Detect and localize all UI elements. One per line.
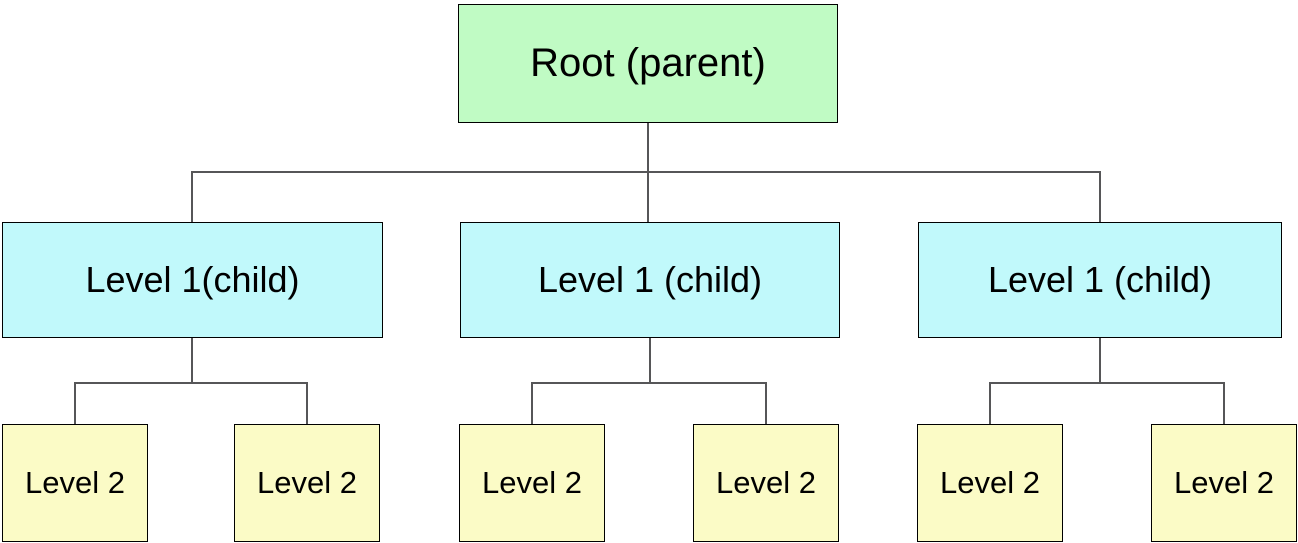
node-level2-1: Level 2 — [2, 424, 148, 542]
node-level2-5: Level 2 — [917, 424, 1063, 542]
node-level1-2: Level 1 (child) — [460, 222, 840, 338]
node-level2-5-label: Level 2 — [940, 465, 1040, 500]
node-level1-1: Level 1(child) — [2, 222, 383, 338]
node-level2-2: Level 2 — [234, 424, 380, 542]
node-root-label: Root (parent) — [530, 41, 766, 85]
node-root: Root (parent) — [458, 4, 838, 123]
node-level2-3-label: Level 2 — [482, 465, 582, 500]
node-level1-3-label: Level 1 (child) — [987, 259, 1213, 300]
node-level1-1-label: Level 1(child) — [85, 259, 300, 300]
node-level2-1-label: Level 2 — [25, 465, 125, 500]
node-level1-2-label: Level 1 (child) — [537, 259, 763, 300]
node-level2-6-label: Level 2 — [1174, 465, 1274, 500]
node-level2-6: Level 2 — [1151, 424, 1297, 542]
node-level2-4: Level 2 — [693, 424, 839, 542]
node-level1-3: Level 1 (child) — [918, 222, 1282, 338]
node-level2-2-label: Level 2 — [257, 465, 357, 500]
node-level2-3: Level 2 — [459, 424, 605, 542]
node-level2-4-label: Level 2 — [716, 465, 816, 500]
